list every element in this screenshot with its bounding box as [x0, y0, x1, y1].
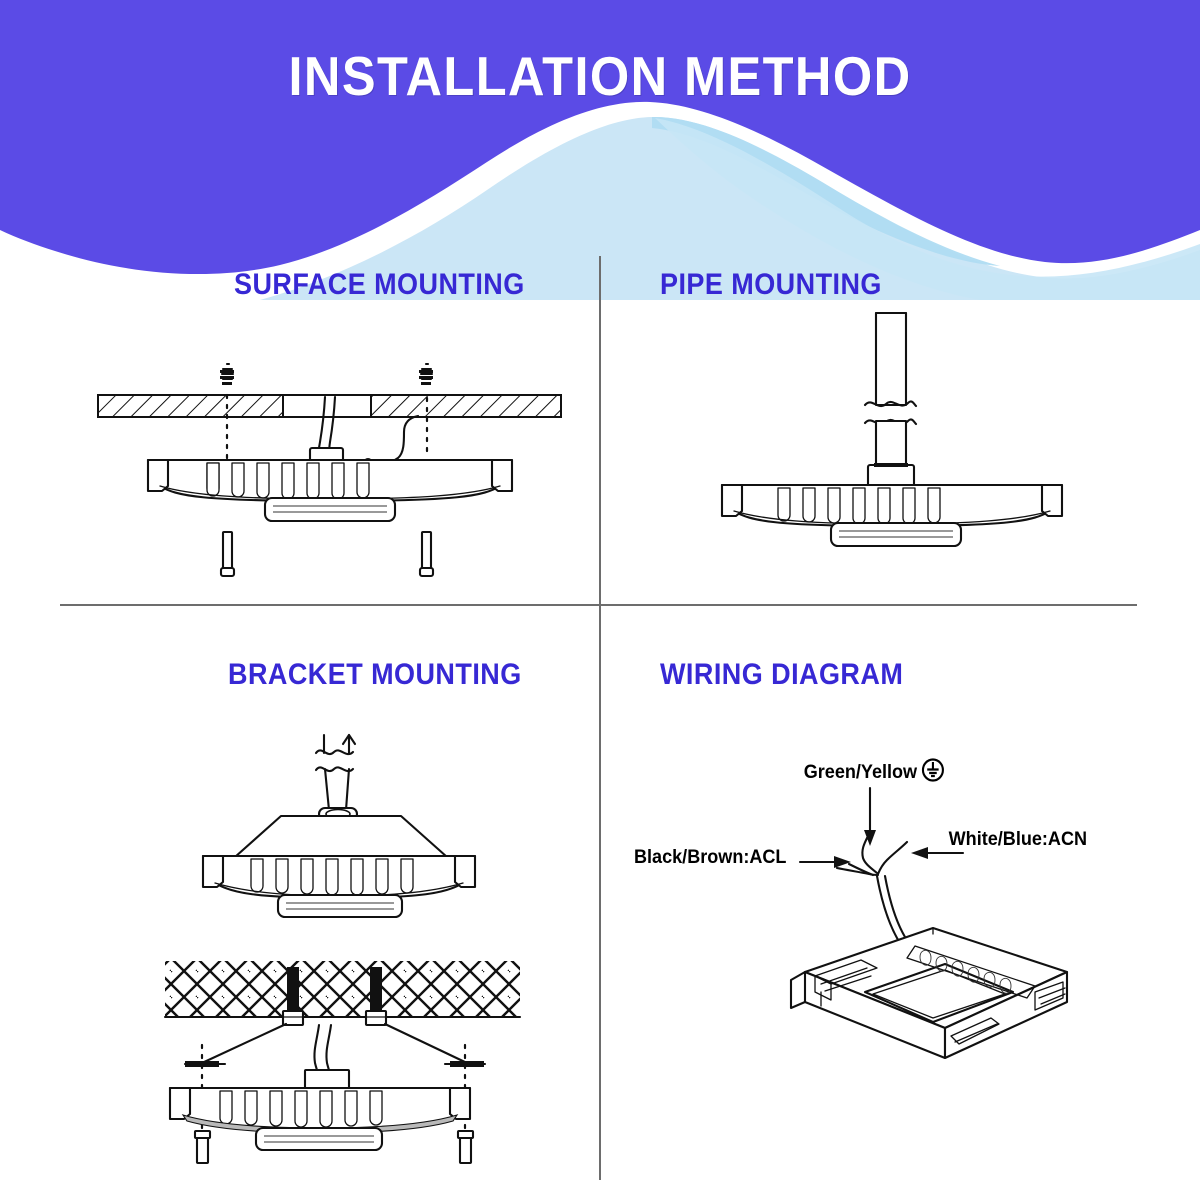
masonry-ceiling [163, 961, 522, 1019]
housing-ribs-right [1034, 981, 1066, 1011]
wiring-label-neutral: White/Blue:ACN [948, 829, 1088, 850]
luminaire-body-surface [146, 458, 514, 523]
anchor-right [419, 362, 434, 386]
expansion-anchor-left [281, 967, 305, 1027]
anchor-left [220, 362, 235, 386]
heat-sink-fins [206, 462, 370, 500]
mounting-bolt-left-lower [193, 1129, 212, 1165]
bracket-arms [183, 1022, 487, 1067]
luminaire-body-pipe [720, 483, 1064, 548]
mounting-pipe-lower [874, 419, 908, 469]
diagram-bracket-mounting-upper [185, 720, 585, 935]
bracket-stem-upper [322, 733, 357, 755]
housing-ribs-left [814, 959, 878, 1007]
led-strip [906, 945, 1036, 999]
earth-lead [368, 414, 420, 465]
header-light-wave [260, 116, 1200, 300]
header-purple-wave [0, 0, 1200, 275]
diagram-pipe-mounting [690, 305, 1100, 570]
live-pointer-arrow [798, 856, 851, 868]
ceiling-slab [96, 393, 563, 419]
mounting-bolt-left [219, 530, 236, 578]
page-title: INSTALLATION METHOD [288, 45, 912, 107]
mounting-bolt-right [418, 530, 435, 578]
diagram-bracket-mounting-lower [145, 945, 545, 1165]
heat-sink-fins-pipe [777, 487, 941, 525]
ground-pointer-arrow [864, 786, 876, 846]
vertical-divider [599, 256, 601, 1180]
earth-ground-icon [921, 757, 946, 789]
panel-title-wiring-diagram: WIRING DIAGRAM [660, 658, 904, 691]
mounting-pipe-upper [874, 311, 908, 407]
wiring-label-ground: Green/Yellow [804, 757, 946, 789]
bracket-break-symbol [314, 749, 355, 773]
diagram-wiring [615, 740, 1135, 1170]
neutral-pointer-arrow [911, 847, 965, 859]
panel-title-surface-mounting: SURFACE MOUNTING [234, 268, 525, 301]
heat-sink-fins-bracket-lower [219, 1090, 383, 1128]
horizontal-divider [60, 604, 1137, 606]
bracket-stem-lower [323, 767, 351, 812]
header-accent-wave-2 [655, 118, 1200, 300]
housing-ribs-front [950, 1017, 1000, 1045]
wire-splice [835, 834, 909, 877]
luminaire-body-bracket [201, 814, 477, 919]
heat-sink-fins-bracket [250, 858, 414, 896]
expansion-anchor-right [364, 967, 388, 1027]
panel-title-bracket-mounting: BRACKET MOUNTING [228, 658, 522, 691]
header-banner [0, 0, 1200, 300]
diagram-surface-mounting [60, 340, 600, 578]
panel-title-pipe-mounting: PIPE MOUNTING [660, 268, 882, 301]
mounting-bolt-right-lower [456, 1129, 475, 1165]
wiring-label-live: Black/Brown:ACL [634, 847, 787, 868]
wiring-label-ground-text: Green/Yellow [803, 762, 918, 783]
luminaire-body-3d [789, 926, 1069, 1060]
pipe-coupling-nut [866, 463, 916, 489]
luminaire-body-bracket-lower [168, 1086, 472, 1152]
